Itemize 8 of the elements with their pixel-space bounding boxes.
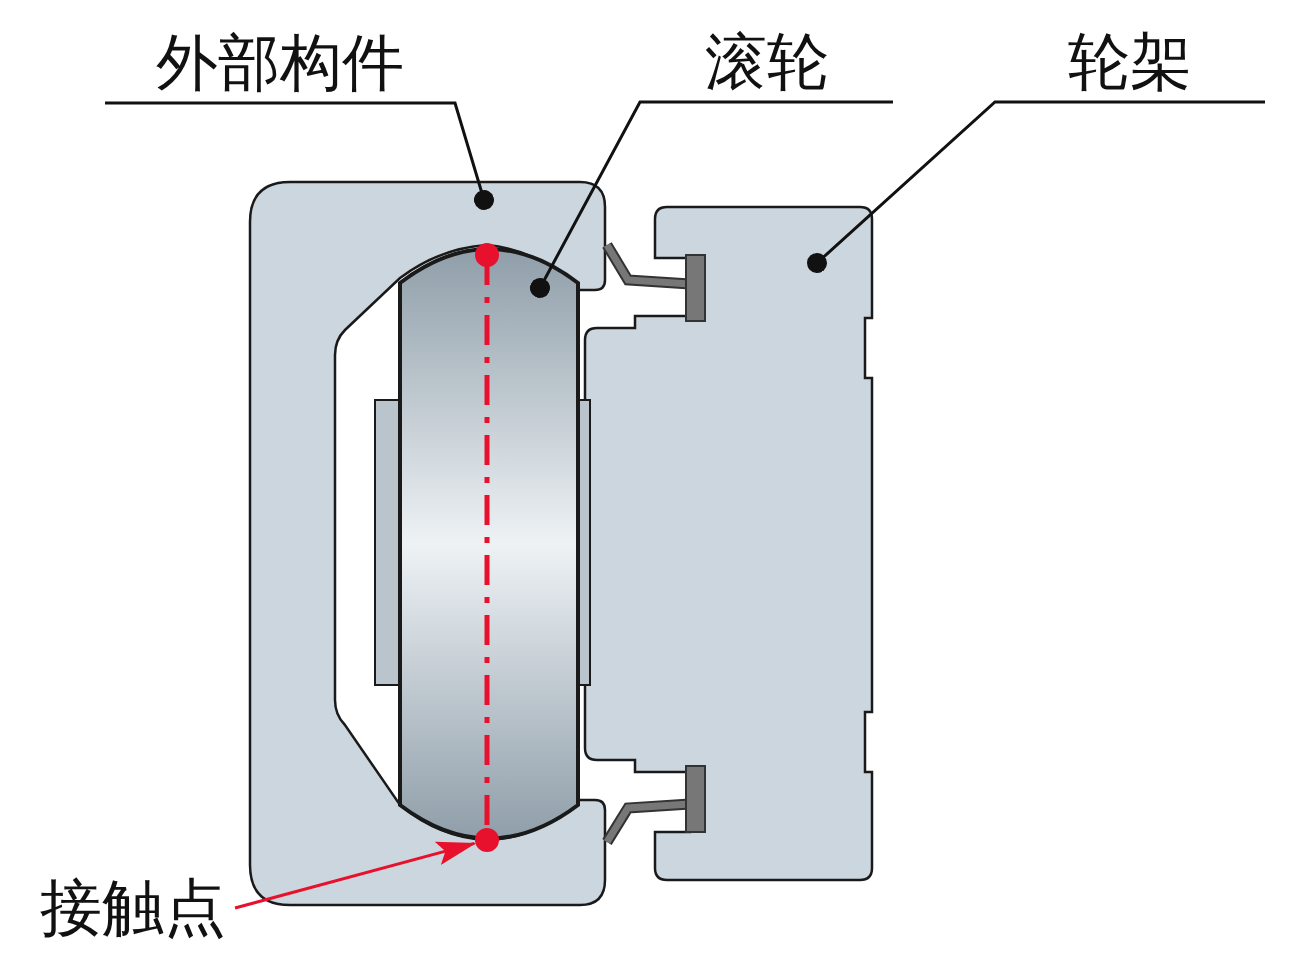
leader-line <box>807 100 1265 273</box>
callout-label: 接触点 <box>39 877 226 939</box>
leader-line <box>105 101 494 210</box>
arrow <box>234 841 477 910</box>
part-label: 轮架 <box>1068 31 1192 93</box>
part-label: 外部构件 <box>156 31 404 94</box>
leader-line <box>530 100 893 298</box>
part-label: 滚轮 <box>704 31 829 93</box>
